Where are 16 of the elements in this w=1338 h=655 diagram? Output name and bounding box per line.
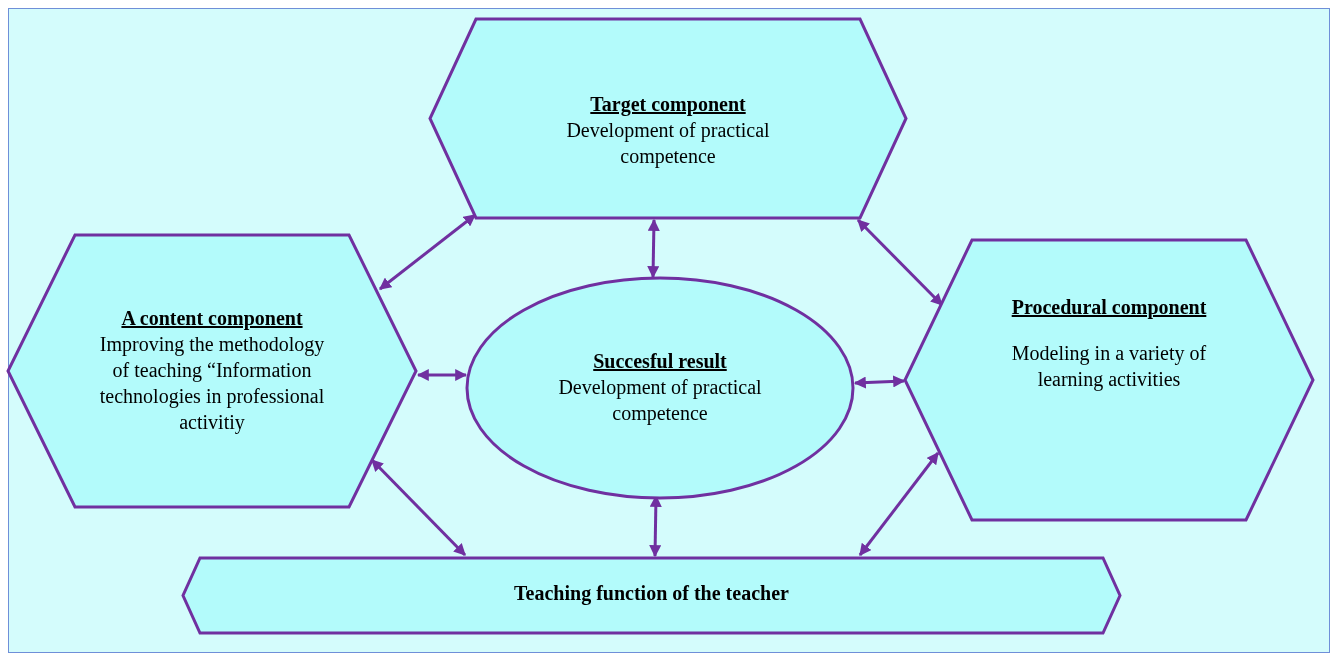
component-heading: Succesful result bbox=[592, 349, 728, 374]
double-arrow bbox=[379, 213, 476, 291]
double-arrow bbox=[858, 452, 940, 556]
component-description: Modeling in a variety of learning activities bbox=[1010, 341, 1208, 392]
component-description: Improving the methodology of teaching “Information technologies in professional activitiy bbox=[98, 332, 326, 435]
component-description: Development of practical competence bbox=[557, 375, 763, 426]
component-description: Development of practical competence bbox=[565, 118, 771, 169]
component-heading: Target component bbox=[589, 92, 747, 117]
box-label: Teaching function of the teacher bbox=[513, 581, 790, 606]
double-arrow bbox=[647, 218, 660, 279]
double-arrow bbox=[416, 369, 468, 381]
double-arrow bbox=[853, 375, 906, 389]
component-heading: A content component bbox=[120, 306, 304, 331]
component-heading: Procedural component bbox=[1010, 295, 1208, 320]
double-arrow bbox=[856, 218, 944, 307]
double-arrow bbox=[370, 458, 467, 557]
